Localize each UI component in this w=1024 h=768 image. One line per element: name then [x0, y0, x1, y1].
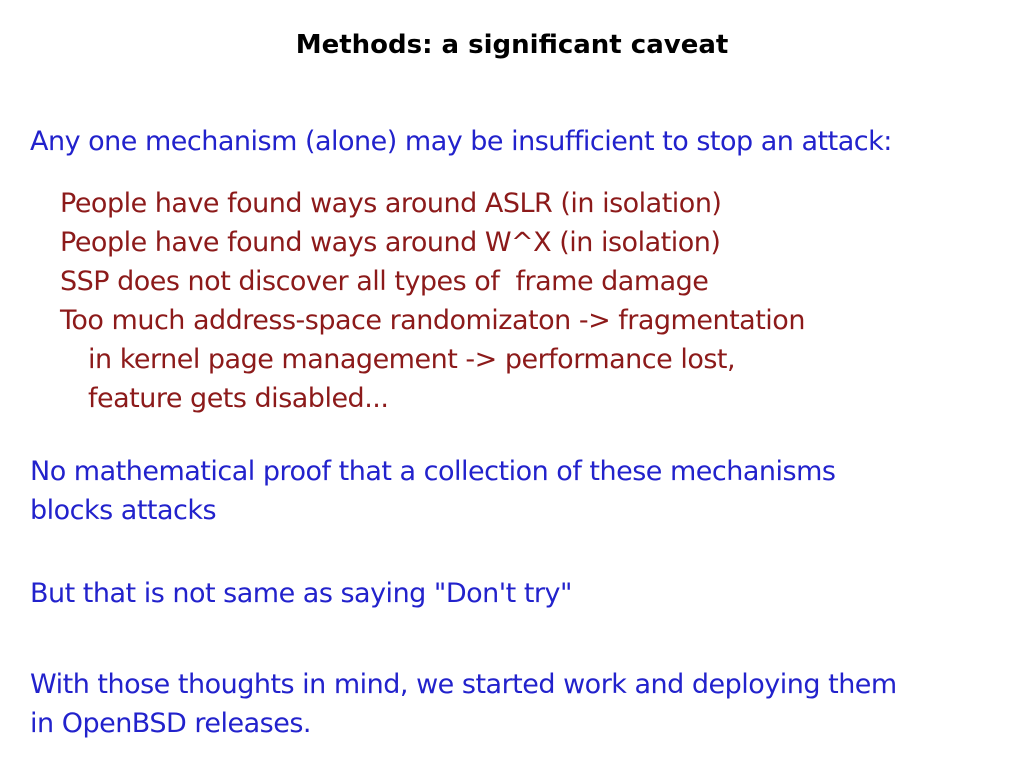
- paragraph-line: But that is not same as saying "Don't tr…: [30, 578, 572, 609]
- paragraph-line: With those thoughts in mind, we started …: [30, 669, 897, 700]
- paragraph-openbsd: With those thoughts in mind, we started …: [30, 665, 1024, 743]
- paragraph-dont-try: But that is not same as saying "Don't tr…: [30, 574, 1024, 613]
- caveat-line-aslr: People have found ways around ASLR (in i…: [60, 188, 722, 219]
- caveat-line-kernel-page: in kernel page management -> performance…: [88, 344, 736, 375]
- paragraph-no-proof: No mathematical proof that a collection …: [30, 452, 1024, 530]
- caveat-line-wx: People have found ways around W^X (in is…: [60, 227, 721, 258]
- paragraph-line: in OpenBSD releases.: [30, 708, 311, 739]
- slide-title: Methods: a significant caveat: [295, 30, 729, 60]
- caveat-line-ssp: SSP does not discover all types of frame…: [60, 266, 709, 297]
- paragraph-line: No mathematical proof that a collection …: [30, 456, 836, 487]
- caveat-list: People have found ways around ASLR (in i…: [60, 184, 1024, 418]
- intro-statement: Any one mechanism (alone) may be insuffi…: [30, 126, 892, 157]
- caveat-line-randomization: Too much address-space randomizaton -> f…: [60, 305, 805, 336]
- paragraph-line: blocks attacks: [30, 495, 217, 526]
- caveat-line-feature-disabled: feature gets disabled...: [88, 383, 389, 414]
